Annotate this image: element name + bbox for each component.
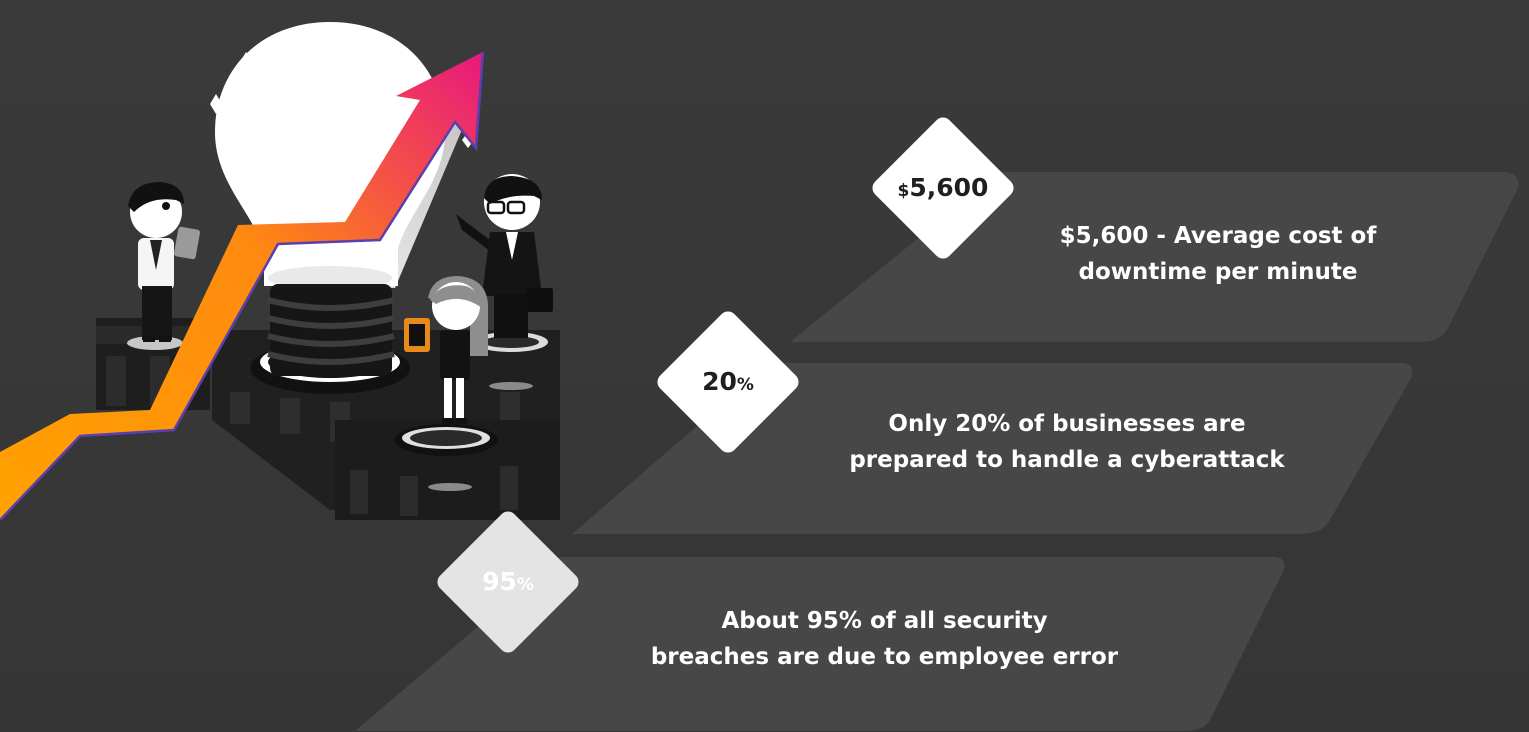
stat-caption-1-line1: $5,600 - Average cost of bbox=[1059, 223, 1377, 249]
stat-caption-2-line1: Only 20% of businesses are bbox=[888, 411, 1246, 437]
stat-badge-3-suffix: % bbox=[516, 575, 534, 595]
stat-caption-2-line2: prepared to handle a cyberattack bbox=[849, 447, 1285, 473]
stat-band-3 bbox=[355, 557, 1285, 731]
stat-badge-1-number: 5,600 bbox=[909, 173, 989, 202]
stat-caption-3: About 95% of all security breaches are d… bbox=[612, 603, 1157, 675]
stat-badge-3: 95% bbox=[438, 562, 578, 602]
gear-bottom-icon bbox=[335, 420, 560, 520]
stat-band-2 bbox=[572, 363, 1413, 534]
lightbulb-icon bbox=[210, 22, 474, 376]
stat-caption-2: Only 20% of businesses are prepared to h… bbox=[812, 406, 1322, 478]
stat-caption-3-line2: breaches are due to employee error bbox=[650, 644, 1119, 670]
man-with-tablet-figure bbox=[128, 182, 200, 342]
stat-caption-1-line2: downtime per minute bbox=[1078, 259, 1358, 285]
stat-badge-1: $5,600 bbox=[868, 168, 1018, 208]
stat-badge-2-suffix: % bbox=[736, 375, 754, 395]
man-in-suit-figure bbox=[456, 174, 553, 338]
stat-diamond-2 bbox=[657, 311, 799, 453]
stat-caption-3-line1: About 95% of all security bbox=[721, 608, 1048, 634]
woman-with-tablet-figure bbox=[404, 276, 488, 424]
stat-badge-3-number: 95 bbox=[482, 567, 517, 596]
stat-diamond-1 bbox=[872, 117, 1014, 259]
stat-diamond-3 bbox=[437, 511, 579, 653]
stat-badge-2: 20% bbox=[658, 362, 798, 402]
stat-caption-1: $5,600 - Average cost of downtime per mi… bbox=[1018, 218, 1418, 290]
stat-badge-1-prefix: $ bbox=[897, 181, 910, 201]
growth-arrow-icon bbox=[0, 51, 485, 521]
stat-badge-2-number: 20 bbox=[702, 367, 737, 396]
